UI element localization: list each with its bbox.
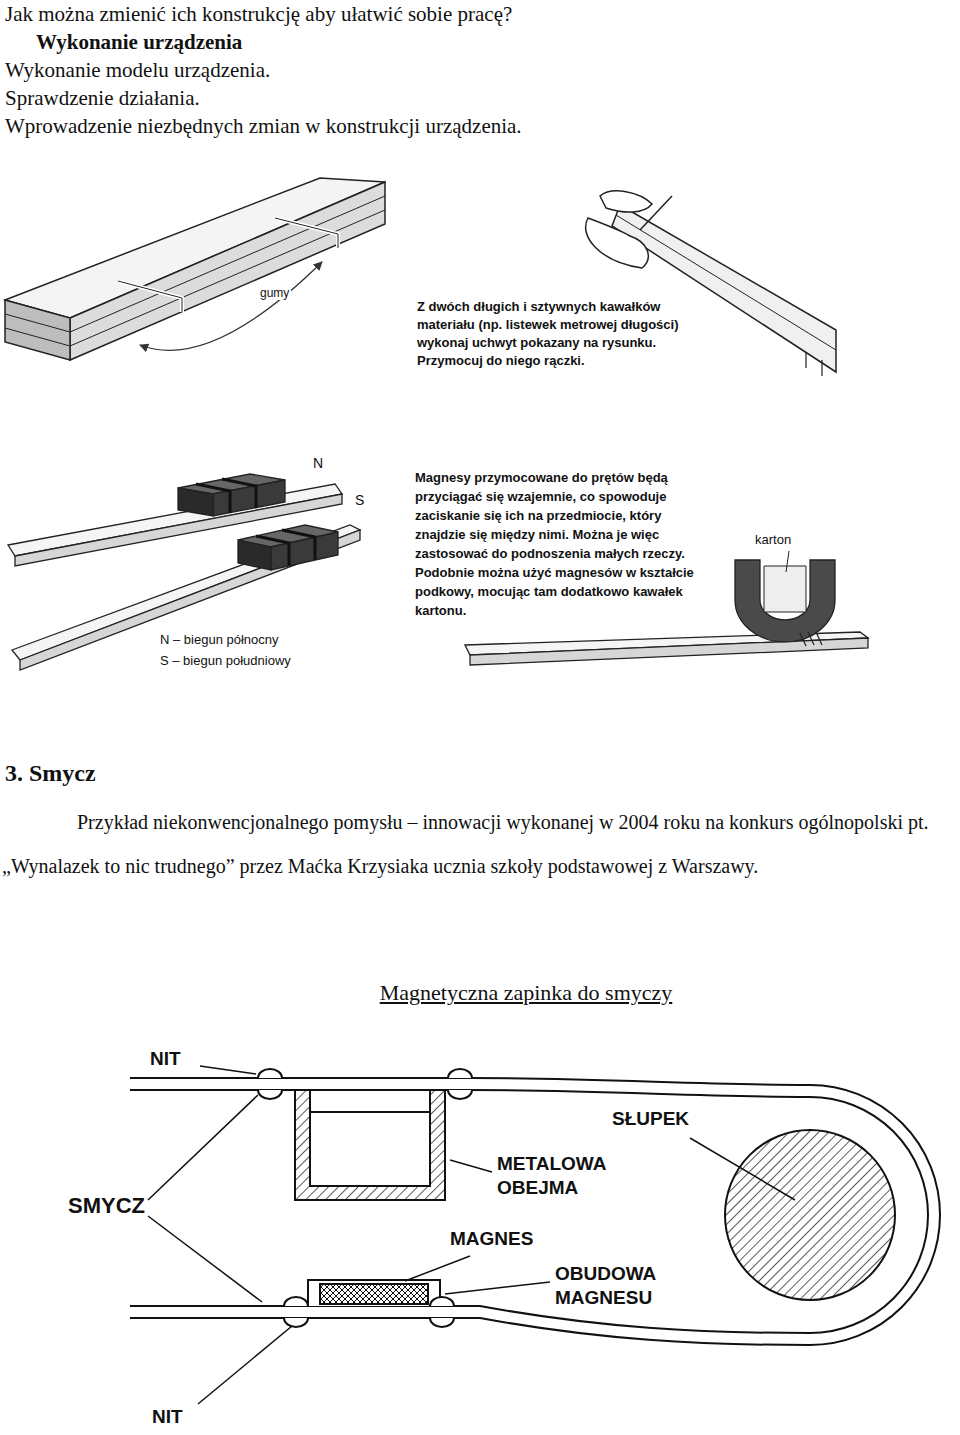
- part-label: SŁUPEK: [612, 1108, 732, 1130]
- part-label: gumy: [258, 286, 291, 300]
- legend-note: S – biegun południowy: [160, 651, 380, 671]
- diagram-title: Magnetyczna zapinka do smyczy: [326, 978, 726, 1008]
- body-paragraph: Przykład niekonwencjonalnego pomysłu – i…: [2, 800, 957, 888]
- instruction-note: Magnesy przymocowane do prętów będą przy…: [415, 468, 715, 620]
- leader-lines: [148, 1066, 795, 1404]
- part-label: OBUDOWA MAGNESU: [555, 1262, 695, 1310]
- leash-clip-diagram: [130, 1069, 940, 1345]
- section-heading: 3. Smycz: [5, 758, 305, 788]
- step-line: Wprowadzenie niezbędnych zmian w konstru…: [5, 112, 905, 140]
- legend-note: N – biegun północny: [160, 630, 380, 650]
- step-line: Sprawdzenie działania.: [5, 84, 905, 112]
- pole-label: S: [355, 492, 375, 508]
- part-label: MAGNES: [450, 1228, 570, 1250]
- part-label: NIT: [150, 1048, 210, 1070]
- part-label: SMYCZ: [68, 1193, 148, 1219]
- pole-label: N: [313, 455, 333, 471]
- section-heading: Wykonanie urządzenia: [36, 28, 636, 56]
- boards-illustration: [5, 178, 385, 360]
- part-label: NIT: [152, 1406, 212, 1428]
- step-line: Wykonanie modelu urządzenia.: [5, 56, 905, 84]
- part-label: karton: [755, 532, 815, 548]
- instruction-note: Z dwóch długich i sztywnych kawałków mat…: [417, 298, 707, 370]
- question-line: Jak można zmienić ich konstrukcję aby uł…: [5, 0, 955, 28]
- part-label: METALOWA OBEJMA: [497, 1152, 647, 1200]
